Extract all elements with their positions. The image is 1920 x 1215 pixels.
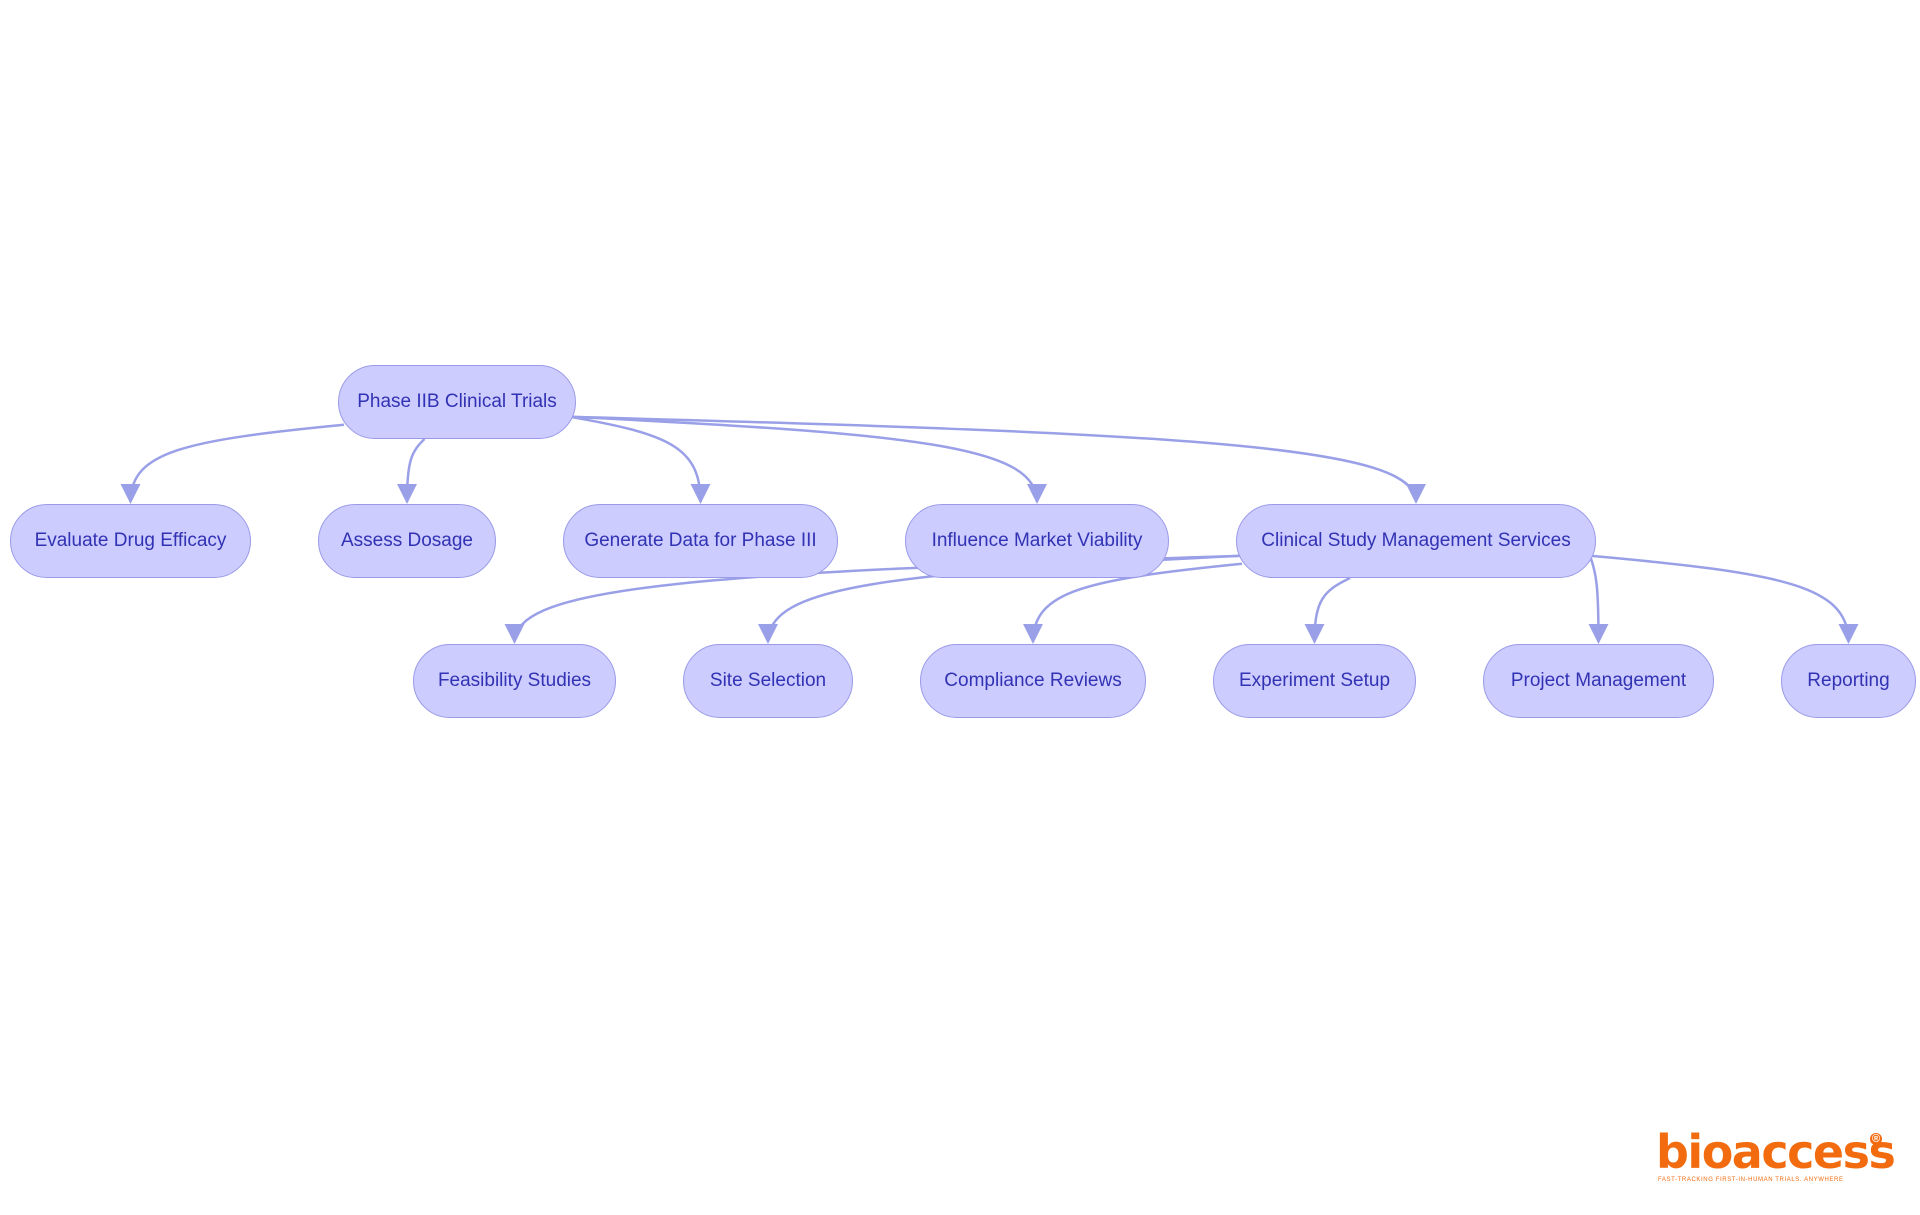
node-market: Influence Market Viability [905, 504, 1169, 578]
registered-mark-icon: ® [1870, 1133, 1882, 1145]
node-csms: Clinical Study Management Services [1236, 504, 1596, 578]
node-feasibility: Feasibility Studies [413, 644, 616, 718]
logo-wordmark: bioaccess [1656, 1125, 1896, 1179]
edge-root-to-efficacy [120, 423, 345, 504]
node-reporting: Reporting [1781, 644, 1916, 718]
bioaccess-logo: bioaccess ® FAST-TRACKING FIRST-IN-HUMAN… [1656, 1127, 1896, 1187]
logo-tagline: FAST-TRACKING FIRST-IN-HUMAN TRIALS. ANY… [1658, 1177, 1844, 1183]
edge-csms-to-experiment [1304, 576, 1351, 644]
node-site: Site Selection [683, 644, 853, 718]
edge-root-to-csms [569, 415, 1426, 504]
edge-root-to-dosage [397, 438, 426, 504]
node-efficacy: Evaluate Drug Efficacy [10, 504, 251, 578]
node-project: Project Management [1483, 644, 1714, 718]
edge-csms-to-reporting [1589, 554, 1859, 644]
node-experiment: Experiment Setup [1213, 644, 1416, 718]
node-compliance: Compliance Reviews [920, 644, 1146, 718]
edge-root-to-phase3 [569, 415, 711, 504]
node-dosage: Assess Dosage [318, 504, 496, 578]
edge-csms-to-project [1588, 555, 1609, 644]
edge-csms-to-compliance [1023, 562, 1243, 644]
edge-root-to-market [569, 415, 1047, 504]
node-root: Phase IIB Clinical Trials [338, 365, 576, 439]
node-phase3: Generate Data for Phase III [563, 504, 838, 578]
